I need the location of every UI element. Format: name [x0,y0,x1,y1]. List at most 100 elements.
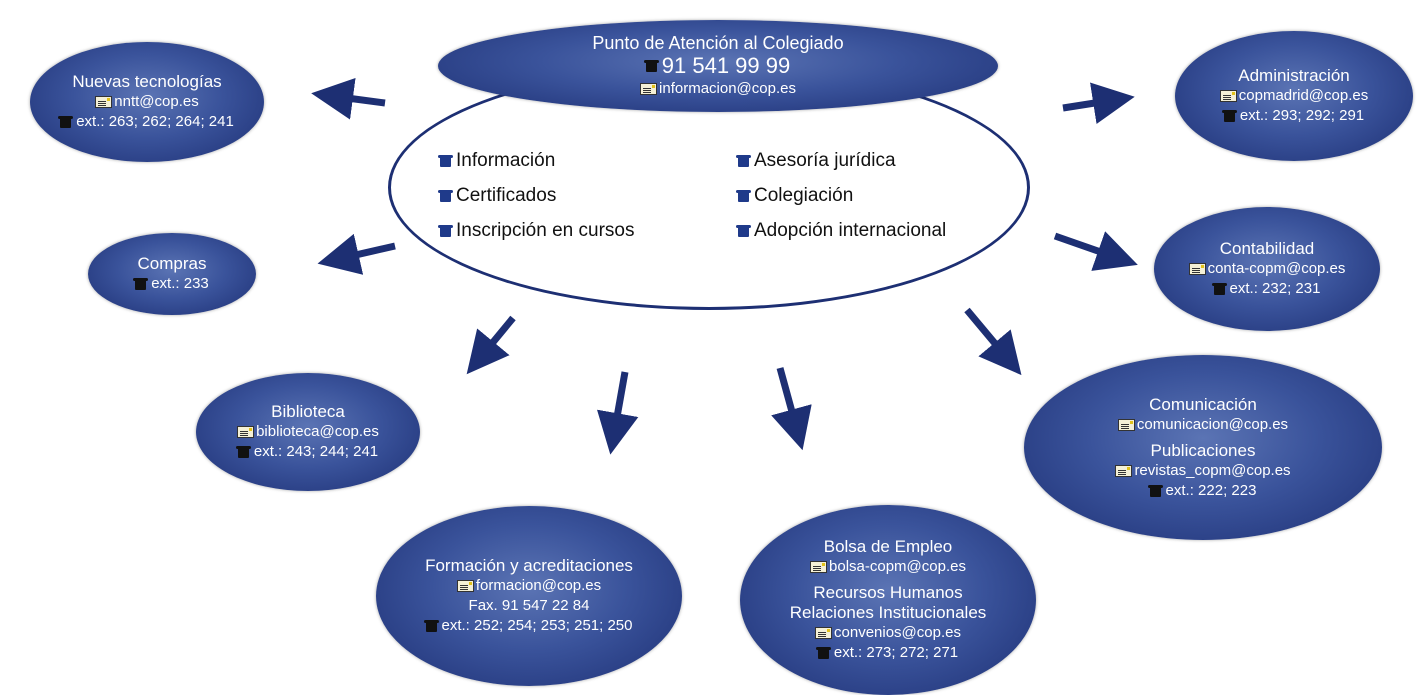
service-label: Inscripción en cursos [456,220,635,242]
arrow-to-compras [317,233,396,275]
service-label: Asesoría jurídica [754,149,896,171]
node-fax: Fax. 91 547 22 84 [468,597,590,614]
service-item: Información [438,146,738,175]
phone-icon [643,60,659,72]
node-ext: ext.: 263; 262; 264; 241 [76,113,234,130]
phone-icon [133,278,149,290]
node-ext: ext.: 243; 244; 241 [253,443,379,460]
service-item: Asesoría jurídica [736,146,1020,175]
phone-icon [736,225,751,238]
phone-icon [235,446,251,458]
node-administracion: Administración copmadrid@cop.es ext.: 29… [1175,31,1413,161]
email-line: conta-copm@cop.es [1188,259,1346,279]
phone-icon [438,189,453,202]
phone-icon [1221,110,1237,122]
node-contabilidad: Contabilidad conta-copm@cop.es ext.: 232… [1154,207,1380,331]
node-title: Administración [1238,66,1350,85]
node-comunicacion: Comunicación comunicacion@cop.es Publica… [1024,355,1382,540]
center-phone: 91 541 99 99 [661,53,791,78]
node-email: bolsa-copm@cop.es [829,558,966,575]
node-title: Contabilidad [1219,239,1315,258]
node-email: copmadrid@cop.es [1238,87,1369,104]
arrow-to-administracion [1062,82,1135,125]
service-label: Información [456,149,556,171]
service-item: Colegiación [736,181,1020,210]
mail-icon [1219,90,1237,102]
node-ext: ext.: 222; 223 [1165,481,1257,499]
center-title: Punto de Atención al Colegiado [592,33,844,53]
node-title: Biblioteca [271,402,345,421]
mail-icon [810,561,828,573]
arrow-to-nntt [311,77,386,120]
mail-icon [237,426,255,438]
mail-icon [456,580,474,592]
node-email: biblioteca@cop.es [256,423,379,440]
node-ext: ext.: 252; 254; 253; 251; 250 [441,617,633,634]
node-title: Nuevas tecnologías [72,72,222,91]
services-list: Información Asesoría jurídica Certificad… [438,146,1020,246]
ext-line: ext.: 243; 244; 241 [235,442,379,462]
ext-line: ext.: 252; 254; 253; 251; 250 [423,616,633,636]
center-email: informacion@cop.es [659,80,796,97]
node-email-2: revistas_copm@cop.es [1134,461,1291,479]
node-ext: ext.: 293; 292; 291 [1239,107,1365,124]
phone-icon [1147,484,1163,497]
mail-icon [1117,418,1135,431]
arrow-to-contabilidad [1053,231,1138,271]
node-ext: ext.: 273; 272; 271 [833,644,959,661]
ext-line: ext.: 273; 272; 271 [815,643,959,663]
email-line-2: revistas_copm@cop.es [1115,461,1291,481]
node-title: Formación y acreditaciones [425,556,633,575]
service-item: Adopción internacional [736,217,1020,246]
service-label: Certificados [456,184,557,206]
center-node: Punto de Atención al Colegiado 91 541 99… [438,20,998,112]
service-label: Adopción internacional [754,220,947,242]
service-item: Inscripción en cursos [438,217,738,246]
node-nuevas-tecnologias: Nuevas tecnologías nntt@cop.es ext.: 263… [30,42,264,162]
node-compras: Compras ext.: 233 [88,233,256,315]
node-title: Bolsa de Empleo [823,537,953,556]
arrow-to-comunicacion [964,307,1022,376]
email-line: bolsa-copm@cop.es [810,557,966,577]
ext-line: ext.: 232; 231 [1211,279,1321,299]
phone-icon [58,116,74,128]
phone-icon [438,225,453,238]
ext-line: ext.: 263; 262; 264; 241 [58,112,234,132]
node-ext: ext.: 232; 231 [1229,280,1321,297]
ext-line: ext.: 233 [133,274,209,294]
node-email: conta-copm@cop.es [1207,260,1346,277]
node-title-2: Recursos Humanos [813,583,963,602]
email-line: biblioteca@cop.es [237,422,379,442]
mail-icon [640,83,658,95]
node-biblioteca: Biblioteca biblioteca@cop.es ext.: 243; … [196,373,420,491]
arrow-to-biblioteca [466,315,516,375]
mail-icon [815,627,833,639]
node-title: Compras [137,254,207,273]
node-title: Comunicación [1149,394,1257,414]
arrow-to-formacion [596,371,639,455]
node-email: nntt@cop.es [114,93,199,110]
phone-icon [1211,283,1227,295]
service-item: Certificados [438,181,738,210]
email-line: comunicacion@cop.es [1117,415,1288,435]
email-line: copmadrid@cop.es [1219,86,1369,106]
node-formacion: Formación y acreditaciones formacion@cop… [376,506,682,686]
ext-line: ext.: 293; 292; 291 [1221,106,1365,126]
mail-icon [95,96,113,108]
phone-icon [736,189,751,202]
node-bolsa-empleo: Bolsa de Empleo bolsa-copm@cop.es Recurs… [740,505,1036,695]
email-line: nntt@cop.es [95,92,199,112]
phone-icon [438,154,453,167]
node-email-2: convenios@cop.es [834,624,961,641]
email-line-2: convenios@cop.es [815,623,961,643]
phone-icon [815,647,831,659]
ext-line: ext.: 222; 223 [1147,481,1257,501]
center-phone-line: 91 541 99 99 [643,53,791,79]
service-label: Colegiación [754,184,854,206]
phone-icon [736,154,751,167]
center-email-line: informacion@cop.es [640,79,796,99]
node-title-2: Publicaciones [1150,440,1256,460]
node-title-3: Relaciones Institucionales [789,603,987,622]
